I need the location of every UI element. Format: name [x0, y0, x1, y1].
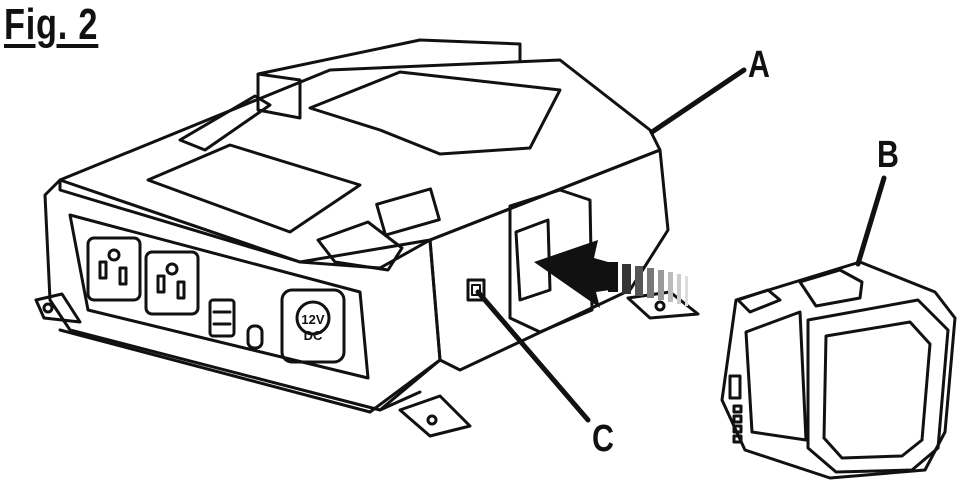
battery-fuel-gauge — [728, 374, 743, 444]
arrow-stripe-4 — [647, 268, 654, 298]
top-panel-front — [146, 143, 362, 234]
foot-rear-hole — [654, 300, 666, 312]
battery-pack — [720, 260, 957, 480]
foot-rear — [626, 290, 700, 320]
arrow-stripe-6 — [668, 272, 673, 302]
top-vent — [375, 187, 441, 237]
dc-outlet-label-line1: 12V — [301, 312, 324, 327]
foot-left — [34, 292, 82, 324]
usb-c-port — [246, 324, 264, 350]
leader-line-a — [649, 67, 747, 135]
dc-outlet — [280, 288, 346, 364]
arrow-stripe-1 — [608, 262, 618, 292]
arrow-stripe-5 — [658, 270, 664, 300]
foot-right — [398, 394, 472, 438]
battery-face-outer — [806, 298, 950, 474]
callout-label-b: B — [877, 134, 899, 176]
figure-title: Fig. 2 — [4, 0, 99, 49]
port-c — [466, 278, 486, 302]
battery-face-inner — [822, 320, 932, 460]
top-panel-rear — [308, 70, 562, 156]
arrow-head — [534, 240, 610, 308]
insert-arrow — [534, 240, 688, 308]
foot-left-hole — [42, 302, 54, 314]
arrow-stripe-8 — [685, 276, 688, 306]
battery-bay — [508, 188, 594, 334]
leader-line-c — [475, 289, 591, 423]
port-c-inner — [471, 284, 481, 296]
battery-side-grip — [744, 310, 808, 442]
arrow-stripe-3 — [635, 266, 643, 296]
top-handle — [256, 38, 522, 120]
callout-label-c: C — [592, 418, 614, 460]
ac-outlet-right — [144, 250, 200, 316]
foot-right-hole — [426, 414, 438, 426]
battery-connector — [736, 288, 782, 314]
dc-outlet-label-line2: DC — [304, 328, 323, 343]
battery-top-latch — [798, 268, 864, 308]
bottom-contour — [58, 328, 442, 414]
leader-line-b — [855, 175, 887, 267]
ac-outlet-left — [86, 236, 142, 302]
callout-label-a: A — [748, 44, 770, 86]
power-station-unit — [34, 38, 700, 438]
battery-bay-inner — [514, 218, 552, 302]
arrow-stripe-7 — [677, 274, 681, 304]
arrow-stripe-2 — [622, 264, 631, 294]
usb-a-ports — [208, 298, 236, 338]
top-button-block — [316, 220, 404, 272]
front-inner-frame — [68, 213, 370, 380]
